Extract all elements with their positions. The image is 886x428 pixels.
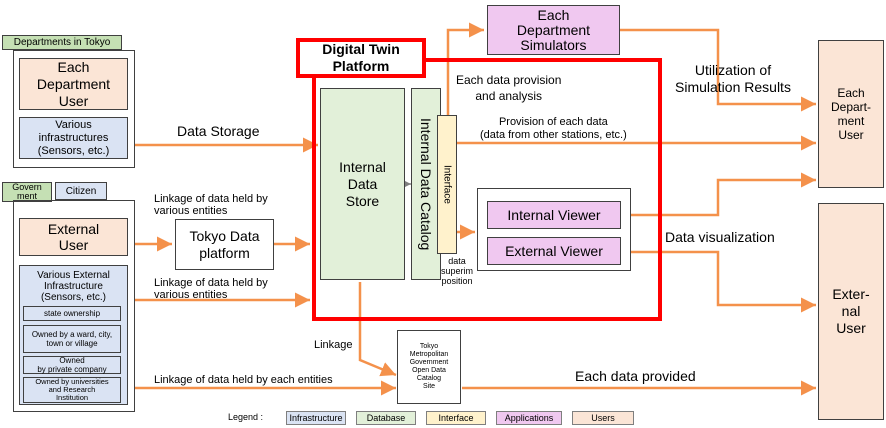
open-data-catalog-site: Tokyo Metropolitan Government Open Data … — [397, 330, 461, 404]
arrow-linkage-down — [358, 282, 397, 377]
legend-database: Database — [356, 411, 416, 425]
label-data-storage: Data Storage — [177, 123, 260, 139]
legend-title: Legend : — [228, 412, 264, 422]
label-provision-each-data: Provision of each data (data from other … — [480, 116, 627, 141]
internal-data-store: Internal Data Store — [320, 88, 405, 280]
label-linkage-each: Linkage of data held by each entities — [154, 374, 333, 386]
label-each-data-provision: Each data provision and analysis — [456, 73, 562, 103]
external-user-left: External User — [19, 218, 128, 256]
ownership-universities: Owned by universities and Research Insti… — [23, 377, 121, 403]
arrow-external-viewer-out — [621, 250, 816, 313]
ownership-state: state ownership — [23, 306, 121, 321]
government-citizen-group — [13, 200, 135, 412]
tag-departments-in-tokyo: Departments in Tokyo — [2, 35, 122, 50]
each-department-user-left: Each Department User — [19, 58, 128, 110]
external-user-right: Exter- nal User — [818, 203, 884, 420]
digital-twin-platform-frame — [312, 58, 662, 321]
interface-label: Interface — [441, 165, 453, 204]
internal-data-catalog: Internal Data Catalog — [411, 88, 441, 280]
tokyo-data-platform: Tokyo Data platform — [175, 219, 274, 270]
label-data-superimposition: data superim position — [441, 256, 474, 286]
internal-viewer: Internal Viewer — [487, 201, 621, 229]
label-linkage: Linkage — [314, 339, 353, 351]
digital-twin-platform-title: Digital Twin Platform — [296, 38, 426, 78]
arrow-to-simulators — [446, 22, 484, 115]
legend-infrastructure: Infrastructure — [286, 411, 346, 425]
internal-data-catalog-label: Internal Data Catalog — [418, 117, 434, 251]
each-department-user-right: Each Depart- ment User — [818, 40, 884, 188]
external-viewer: External Viewer — [487, 237, 621, 265]
interface-bar: Interface — [437, 115, 457, 254]
ownership-private: Owned by private company — [23, 356, 121, 374]
legend-applications: Applications — [496, 411, 562, 425]
tag-government: Govern ment — [2, 182, 52, 202]
label-linkage-various-2: Linkage of data held by various entities — [154, 277, 268, 301]
label-each-data-provided: Each data provided — [575, 368, 696, 384]
legend-interface: Interface — [426, 411, 486, 425]
legend-users: Users — [572, 411, 634, 425]
arrow-utilization — [620, 28, 816, 112]
arrow-internal-viewer-out — [621, 172, 816, 217]
departments-in-tokyo-group — [13, 50, 135, 168]
various-infrastructures: Various infrastructures (Sensors, etc.) — [19, 117, 128, 159]
label-data-visualization: Data visualization — [665, 229, 775, 245]
label-utilization: Utilization of Simulation Results — [675, 62, 791, 95]
label-linkage-various-1: Linkage of data held by various entities — [154, 193, 268, 217]
tag-citizen: Citizen — [55, 182, 107, 200]
each-department-simulators: Each Department Simulators — [487, 5, 620, 55]
ownership-ward: Owned by a ward, city, town or village — [23, 325, 121, 353]
